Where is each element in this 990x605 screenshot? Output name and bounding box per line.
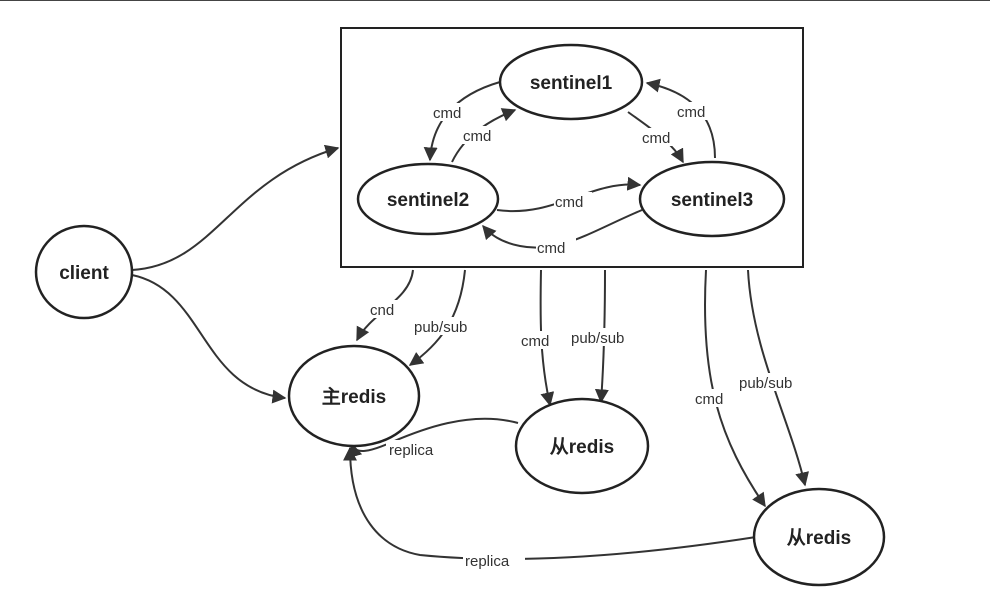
label-box-to-replica1-cmd: cmd xyxy=(521,333,549,350)
node-sentinel2-label: sentinel2 xyxy=(387,190,469,211)
label-box-to-master-cmd: cnd xyxy=(370,302,394,319)
label-s3-to-s1: cmd xyxy=(677,104,705,121)
node-replica-redis-2[interactable] xyxy=(752,487,886,587)
top-border-line xyxy=(0,0,990,1)
node-client[interactable] xyxy=(34,224,134,320)
node-replica-redis-2-label: 从redis xyxy=(787,527,851,549)
label-box-to-replica1-pubsub: pub/sub xyxy=(571,330,624,347)
node-sentinel3-label: sentinel3 xyxy=(671,190,753,211)
edge-replica1-to-master xyxy=(348,417,519,459)
node-replica-redis-1-label: 从redis xyxy=(550,436,614,458)
label-s1-to-s2: cmd xyxy=(433,105,461,122)
node-client-label: client xyxy=(59,263,109,284)
label-s2-to-s3: cmd xyxy=(555,194,583,211)
node-replica-redis-1[interactable] xyxy=(514,397,650,495)
edge-s3-to-s2 xyxy=(482,209,643,249)
node-sentinel2[interactable] xyxy=(356,162,500,236)
edge-client-to-box xyxy=(131,144,340,271)
label-box-to-replica2-pubsub: pub/sub xyxy=(739,375,792,392)
node-master-redis[interactable] xyxy=(287,344,421,448)
node-master-redis-label: 主redis xyxy=(322,386,386,408)
label-s2-to-s1: cmd xyxy=(463,128,491,145)
sentinel-group-box xyxy=(340,27,804,268)
node-sentinel1-label: sentinel1 xyxy=(530,73,613,94)
label-box-to-replica2-cmd: cmd xyxy=(695,391,723,408)
edge-client-to-master xyxy=(131,274,287,404)
label-replica2-to-master: replica xyxy=(465,553,510,570)
node-sentinel3[interactable] xyxy=(638,160,786,238)
label-replica1-to-master: replica xyxy=(389,442,434,459)
label-s1-to-s3: cmd xyxy=(642,130,670,147)
label-box-to-master-pubsub: pub/sub xyxy=(414,319,467,336)
edge-replica2-to-master xyxy=(343,446,757,560)
node-sentinel1[interactable] xyxy=(498,43,644,121)
label-s3-to-s2: cmd xyxy=(537,240,565,257)
